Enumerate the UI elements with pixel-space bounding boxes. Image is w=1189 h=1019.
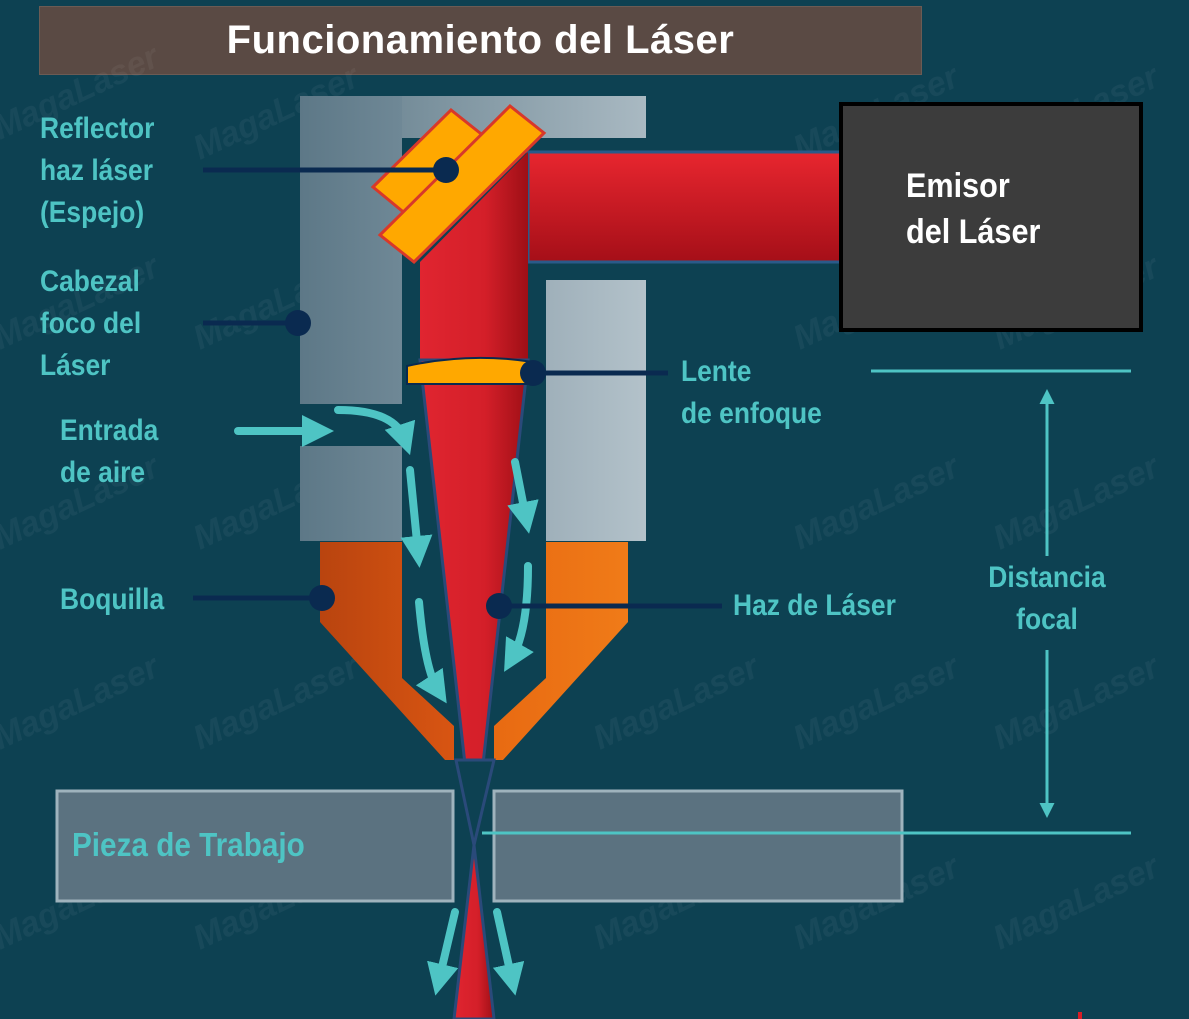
horizontal-laser-beam bbox=[526, 150, 846, 264]
pointer-lines bbox=[193, 167, 722, 609]
svg-text:MagaLaser: MagaLaser bbox=[187, 647, 366, 757]
label-boquilla: Boquilla bbox=[60, 583, 165, 616]
label-cabezal: Cabezal foco del Láser bbox=[40, 265, 142, 382]
label-reflector: Reflector haz láser (Espejo) bbox=[40, 112, 155, 229]
nozzle-right bbox=[494, 542, 628, 760]
svg-text:MagaLaser: MagaLaser bbox=[987, 447, 1166, 557]
label-emisor: Emisor del Láser bbox=[906, 167, 1041, 251]
reflector-mirror bbox=[370, 103, 547, 265]
label-entrada-aire: Entrada de aire bbox=[60, 414, 159, 489]
head-right-block bbox=[546, 280, 646, 541]
focus-lens bbox=[406, 356, 534, 385]
title-bar: Funcionamiento del Láser bbox=[39, 6, 922, 75]
svg-text:MagaLaser: MagaLaser bbox=[987, 647, 1166, 757]
beam-crossing bbox=[454, 758, 496, 846]
label-pieza: Pieza de Trabajo bbox=[72, 826, 305, 863]
svg-text:MagaLaser: MagaLaser bbox=[787, 447, 966, 557]
svg-text:MagaLaser: MagaLaser bbox=[587, 647, 766, 757]
pointer-dot-icon bbox=[285, 157, 546, 619]
laser-emitter bbox=[839, 102, 1143, 332]
page-title: Funcionamiento del Láser bbox=[226, 18, 735, 62]
beam-exit bbox=[452, 844, 496, 1019]
workpiece-right bbox=[492, 789, 904, 903]
svg-text:MagaLaser: MagaLaser bbox=[987, 847, 1166, 957]
head-left-lower bbox=[300, 446, 402, 541]
label-haz: Haz de Láser bbox=[733, 589, 896, 622]
svg-text:MagaLaser: MagaLaser bbox=[0, 647, 166, 757]
svg-text:MagaLaser: MagaLaser bbox=[787, 647, 966, 757]
label-distancia-focal: Distancia focal bbox=[988, 561, 1106, 636]
workpiece-left bbox=[55, 789, 455, 903]
focal-distance-arrow-icon bbox=[482, 369, 1131, 835]
label-lente: Lente de enfoque bbox=[681, 355, 822, 430]
air-flow-arrow-icon bbox=[234, 406, 539, 996]
nozzle-left bbox=[320, 542, 454, 760]
head-left-upper bbox=[300, 96, 402, 404]
